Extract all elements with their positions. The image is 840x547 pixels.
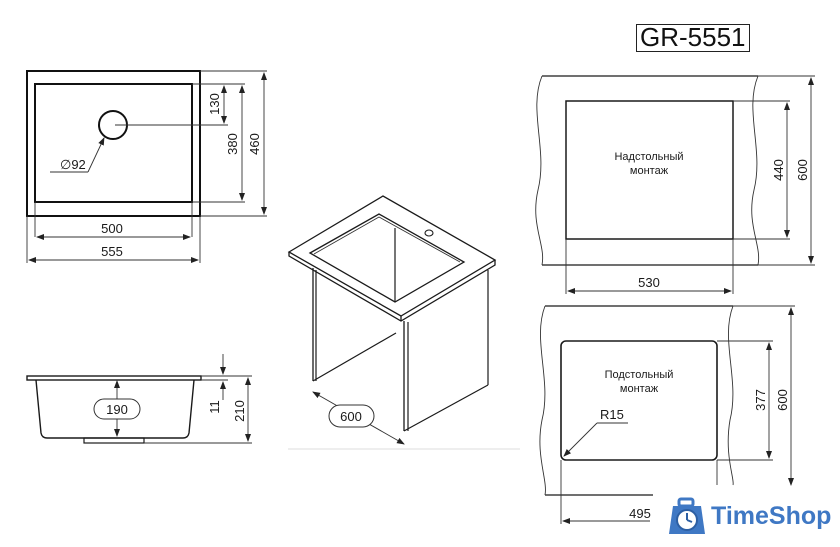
top-view (26, 70, 267, 263)
overmount-cutout (535, 75, 815, 294)
undermount-cutout (539, 305, 795, 524)
rim-thickness-dim: 11 (207, 400, 222, 414)
undermount-label-2: монтаж (620, 383, 659, 395)
side-view (26, 354, 252, 444)
inner-width-dim: 500 (101, 221, 123, 236)
outer-depth-dim: 460 (247, 133, 262, 155)
inner-depth-dim: 380 (225, 133, 240, 155)
timeshop-watermark: TimeShop (667, 496, 831, 536)
overmount-label-1: Надстольный (614, 151, 683, 163)
brand-name: TimeShop (711, 501, 832, 530)
overmount-cutout-depth-dim: 440 (771, 159, 786, 181)
corner-radius-label: R15 (600, 407, 624, 422)
undermount-label-1: Подстольный (605, 369, 674, 381)
overmount-cutout-width-dim: 530 (638, 275, 660, 290)
isometric-view (287, 195, 520, 450)
hole-offset-dim: 130 (207, 93, 222, 115)
bowl-depth-dim: 190 (106, 402, 128, 417)
overmount-label-2: монтаж (630, 165, 669, 177)
hole-diameter-label: ∅92 (60, 157, 86, 172)
cabinet-width-dim: 600 (340, 409, 362, 424)
model-title: GR-5551 (640, 22, 746, 52)
overmount-countertop-depth-dim: 600 (795, 159, 810, 181)
undermount-cutout-depth-dim: 377 (753, 389, 768, 411)
outer-width-dim: 555 (101, 244, 123, 259)
total-height-dim: 210 (232, 400, 247, 422)
bag-clock-icon (669, 497, 705, 534)
undermount-cutout-width-dim: 495 (629, 506, 651, 521)
undermount-countertop-depth-dim: 600 (775, 389, 790, 411)
model-title-box (636, 24, 750, 52)
